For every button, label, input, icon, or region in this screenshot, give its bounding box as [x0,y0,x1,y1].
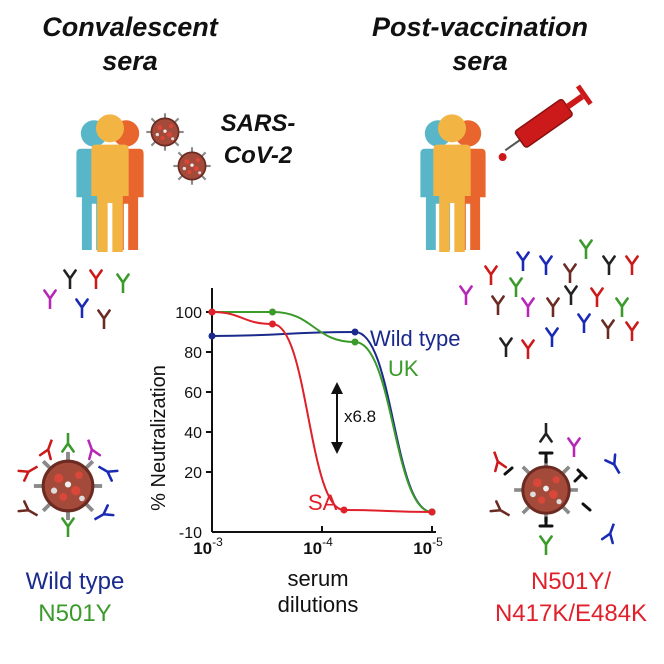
convalescent-heading-line1: Convalescent [42,12,218,42]
small-virus-icon-1 [146,113,184,151]
fold-arrow-head-down [331,442,343,454]
right-virus-with-antibodies-icon [487,423,626,555]
point-wild-type [351,328,359,336]
post-vaccination-heading-line1: Post-vaccination [371,12,589,42]
post-vaccination-heading-line2: sera [452,46,508,76]
point-uk [269,308,276,316]
point-sa [269,320,276,328]
x-axis-label-line2: dilutions [278,592,359,617]
y-tick-label: 60 [184,385,202,402]
right-caption: N501Y/ N417K/E484K [478,566,664,630]
left-virus-with-antibodies-icon [17,433,119,537]
curve-sa [211,311,433,513]
point-uk [351,338,359,346]
x-tick-label: 10-3 [193,535,223,558]
y-tick-label: 100 [175,305,202,322]
syringe-icon [498,84,593,162]
right-caption-line1: N501Y/ [530,568,612,595]
y-tick-label: -10 [179,525,202,542]
y-tick-label: 40 [184,425,202,442]
left-caption: Wild type N501Y [0,566,150,630]
x-tick-label: 10-4 [303,535,333,558]
sars-cov-2-label-line1: SARS- [220,110,296,137]
series-label-uk: UK [388,356,419,381]
left-antibody-cluster [43,269,130,329]
curve-uk [212,311,433,513]
convalescent-heading-line2: sera [102,46,158,76]
left-people-icon [76,114,144,252]
fold-annotation: x6.8 [344,407,376,426]
post-vaccination-heading: Post-vaccination sera [335,10,625,78]
point-wild-type [208,332,216,340]
point-sa [340,506,348,514]
right-people-icon [420,114,486,252]
x-axis-label-line1: serum [287,566,348,591]
right-caption-line2: N417K/E484K [494,600,648,627]
point-sa [208,308,216,316]
series-label-wild-type: Wild type [370,326,460,351]
y-tick-label: 80 [184,345,202,362]
y-tick-label: 20 [184,465,202,482]
convalescent-heading: Convalescent sera [10,10,250,78]
small-virus-icon-2 [173,147,211,185]
left-caption-n501y: N501Y [38,600,112,627]
fold-arrow-head-up [331,382,343,394]
y-axis-label: % Neutralization [150,365,170,511]
sars-cov-2-label: SARS- CoV-2 [208,108,308,172]
point-sa [428,508,436,516]
x-tick-label: 10-5 [413,535,443,558]
sars-cov-2-label-line2: CoV-2 [223,142,293,169]
series-label-sa: SA [308,490,338,515]
left-caption-wild-type: Wild type [25,568,125,595]
